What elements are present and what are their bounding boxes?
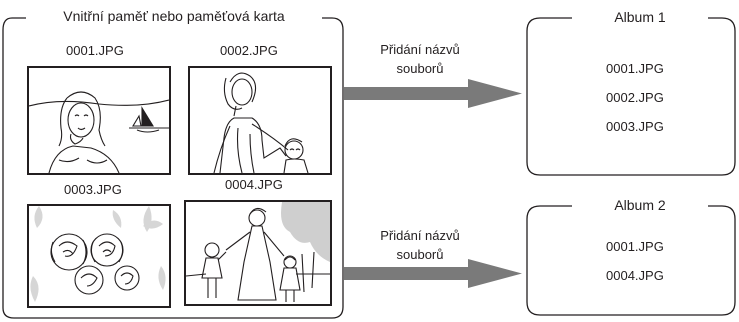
album-2-file-list: 0001.JPG 0004.JPG: [606, 232, 664, 290]
arrow-2: [344, 259, 522, 288]
arrow-1-label-line-1: Přidání názvů: [380, 42, 460, 57]
photo-caption-3: 0003.JPG: [64, 182, 122, 197]
arrow-1-label: Přidání názvů souborů: [370, 40, 470, 78]
woman-sailboat-photo: [27, 66, 171, 175]
photo-caption-4: 0004.JPG: [225, 177, 283, 192]
album-2-title: Album 2: [574, 197, 706, 213]
arrow-1-label-line-2: souborů: [396, 61, 444, 76]
mother-child-photo: [188, 66, 332, 175]
arrow-2-label-line-2: souborů: [396, 247, 444, 262]
album-1-file: 0001.JPG: [606, 61, 664, 76]
arrow-1: [344, 79, 522, 108]
album-2-file: 0004.JPG: [606, 268, 664, 283]
album-1-title: Album 1: [574, 9, 706, 25]
arrow-2-label-line-1: Přidání názvů: [380, 228, 460, 243]
flowers-photo: [27, 204, 171, 308]
album-1-file: 0002.JPG: [606, 90, 664, 105]
source-title: Vnitřní paměť nebo paměťová karta: [28, 8, 320, 24]
arrow-2-label: Přidání názvů souborů: [370, 226, 470, 264]
album-1-file-list: 0001.JPG 0002.JPG 0003.JPG: [606, 54, 664, 141]
album-2-frame: [526, 205, 736, 316]
album-2-file: 0001.JPG: [606, 239, 664, 254]
album-1-file: 0003.JPG: [606, 119, 664, 134]
source-frame: [2, 17, 344, 319]
photo-caption-1: 0001.JPG: [66, 43, 124, 58]
photo-caption-2: 0002.JPG: [220, 43, 278, 58]
family-park-photo: [184, 200, 332, 306]
album-1-frame: [526, 17, 736, 176]
